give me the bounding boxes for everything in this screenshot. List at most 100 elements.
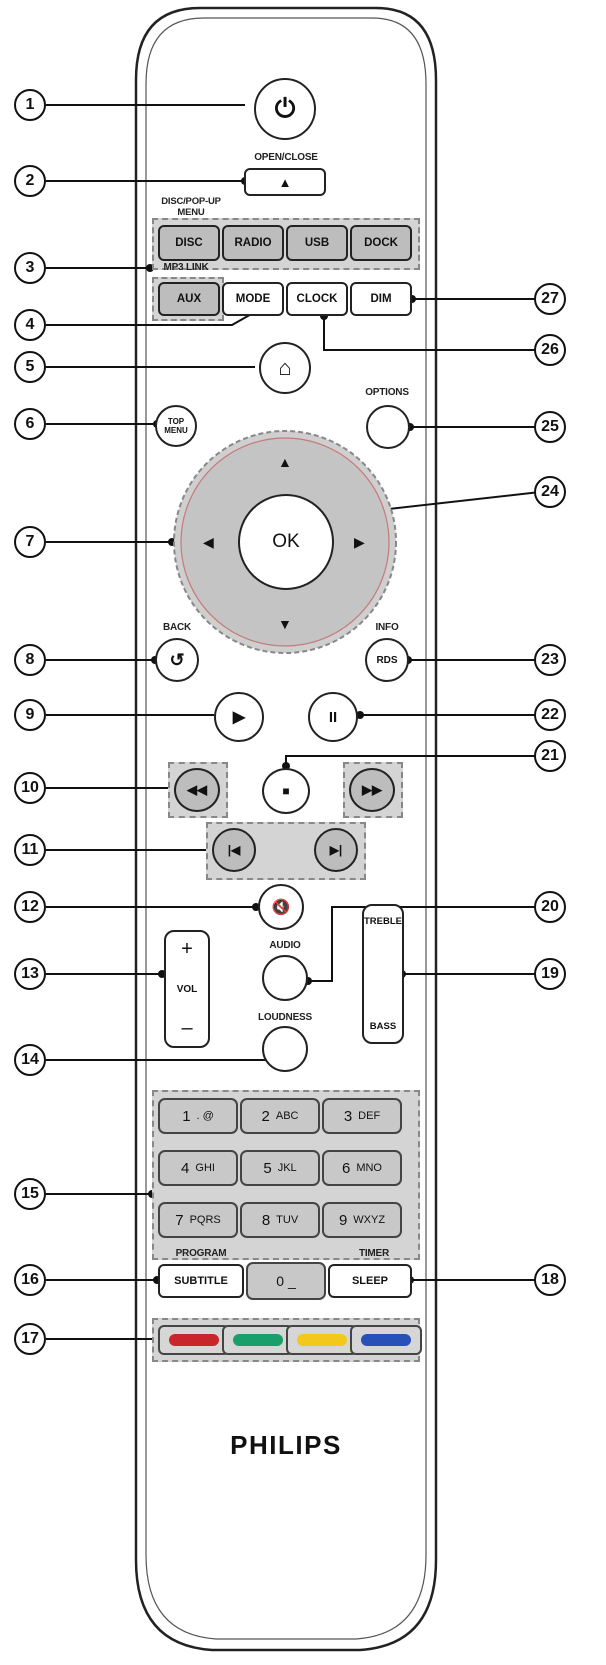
loudness-label: LOUDNESS [258, 1012, 312, 1023]
top-menu-button[interactable]: TOP MENU [155, 405, 197, 447]
green-button[interactable] [222, 1325, 294, 1355]
key-4[interactable]: 4 GHI [158, 1150, 238, 1186]
play-button[interactable]: ▶ [214, 692, 264, 742]
up-arrow-button[interactable]: ▲ [278, 454, 292, 470]
key-number: 9 [338, 1211, 348, 1229]
dock-button[interactable]: DOCK [350, 225, 412, 261]
ok-button[interactable]: OK [238, 494, 334, 590]
down-arrow-button[interactable]: ▼ [278, 616, 292, 632]
loudness-button[interactable] [262, 1026, 308, 1072]
treble-bass-rocker[interactable]: TREBLE BASS [362, 904, 404, 1044]
previous-icon: |◀ [227, 843, 241, 857]
open-close-label: OPEN/CLOSE [254, 152, 318, 163]
key-letters: DEF [358, 1110, 381, 1122]
callout-24: 24 [534, 476, 566, 508]
stop-button[interactable]: ■ [262, 768, 310, 814]
red-button[interactable] [158, 1325, 230, 1355]
audio-label: AUDIO [269, 940, 301, 951]
power-icon: ⏻ [274, 93, 296, 123]
mute-icon: 🔇 [271, 899, 291, 916]
mode-button[interactable]: MODE [222, 282, 284, 316]
eject-button[interactable]: ▲ [244, 168, 326, 196]
key-1[interactable]: 1 . @ [158, 1098, 238, 1134]
top-menu-label-line-1: TOP [167, 417, 185, 426]
yellow-color-bar [297, 1334, 347, 1346]
callout-15: 15 [14, 1178, 46, 1210]
key-number: 1 [182, 1107, 191, 1125]
bass-button[interactable]: BASS [369, 1021, 397, 1032]
left-arrow-button[interactable]: ◀ [203, 534, 214, 550]
rewind-button[interactable]: ◀◀ [174, 768, 220, 812]
callout-7: 7 [14, 526, 46, 558]
sleep-button[interactable]: SLEEP [328, 1264, 412, 1298]
yellow-button[interactable] [286, 1325, 358, 1355]
key-number: 4 [181, 1159, 190, 1177]
callout-3: 3 [14, 252, 46, 284]
right-arrow-button[interactable]: ▶ [354, 534, 365, 550]
key-letters: WXYZ [353, 1214, 386, 1226]
callout-25: 25 [534, 411, 566, 443]
mp3-link-label: MP3 LINK [163, 262, 209, 273]
subtitle-button[interactable]: SUBTITLE [158, 1264, 244, 1298]
callout-11: 11 [14, 834, 46, 866]
pause-button[interactable]: II [308, 692, 358, 742]
callout-4: 4 [14, 309, 46, 341]
key-letters: . @ [196, 1110, 214, 1122]
volume-down-button[interactable]: – [181, 1017, 193, 1039]
callout-19: 19 [534, 958, 566, 990]
callout-14: 14 [14, 1044, 46, 1076]
callout-16: 16 [14, 1264, 46, 1296]
callout-23: 23 [534, 644, 566, 676]
key-0[interactable]: 0 _ [246, 1262, 326, 1300]
key-number: 5 [263, 1159, 272, 1177]
options-label: OPTIONS [365, 387, 409, 398]
callout-13: 13 [14, 958, 46, 990]
blue-button[interactable] [350, 1325, 422, 1355]
options-button[interactable] [366, 405, 410, 449]
key-letters: MNO [356, 1162, 382, 1174]
volume-label: VOL [176, 983, 198, 995]
rewind-icon: ◀◀ [187, 782, 207, 797]
fast-forward-button[interactable]: ▶▶ [349, 768, 395, 812]
treble-button[interactable]: TREBLE [364, 916, 402, 927]
usb-button[interactable]: USB [286, 225, 348, 261]
radio-button[interactable]: RADIO [222, 225, 284, 261]
rds-button[interactable]: RDS [365, 638, 409, 682]
callout-20: 20 [534, 891, 566, 923]
back-button[interactable]: ↺ [155, 638, 199, 682]
dim-button[interactable]: DIM [350, 282, 412, 316]
key-9[interactable]: 9 WXYZ [322, 1202, 402, 1238]
timer-label: TIMER [358, 1248, 390, 1259]
audio-button[interactable] [262, 955, 308, 1001]
key-letters: ABC [275, 1110, 299, 1122]
volume-up-button[interactable]: + [181, 938, 193, 960]
previous-button[interactable]: |◀ [212, 828, 256, 872]
brand-logo: PHILIPS [230, 1430, 342, 1460]
next-button[interactable]: ▶| [314, 828, 358, 872]
eject-icon: ▲ [278, 174, 292, 190]
key-letters: GHI [195, 1162, 215, 1174]
callout-8: 8 [14, 644, 46, 676]
callout-17: 17 [14, 1323, 46, 1355]
key-number: 7 [175, 1211, 184, 1229]
green-color-bar [233, 1334, 283, 1346]
volume-rocker[interactable]: + VOL – [164, 930, 210, 1048]
next-icon: ▶| [329, 843, 343, 857]
callout-27: 27 [534, 283, 566, 315]
callout-10: 10 [14, 772, 46, 804]
mute-button[interactable]: 🔇 [258, 884, 304, 930]
aux-button[interactable]: AUX [158, 282, 220, 316]
disc-popup-menu-label: DISC/POP-UP MENU [161, 196, 221, 218]
disc-button[interactable]: DISC [158, 225, 220, 261]
fast-forward-icon: ▶▶ [362, 782, 382, 797]
home-button[interactable]: ⌂ [259, 342, 311, 394]
power-button[interactable]: ⏻ [254, 78, 316, 140]
clock-button[interactable]: CLOCK [286, 282, 348, 316]
